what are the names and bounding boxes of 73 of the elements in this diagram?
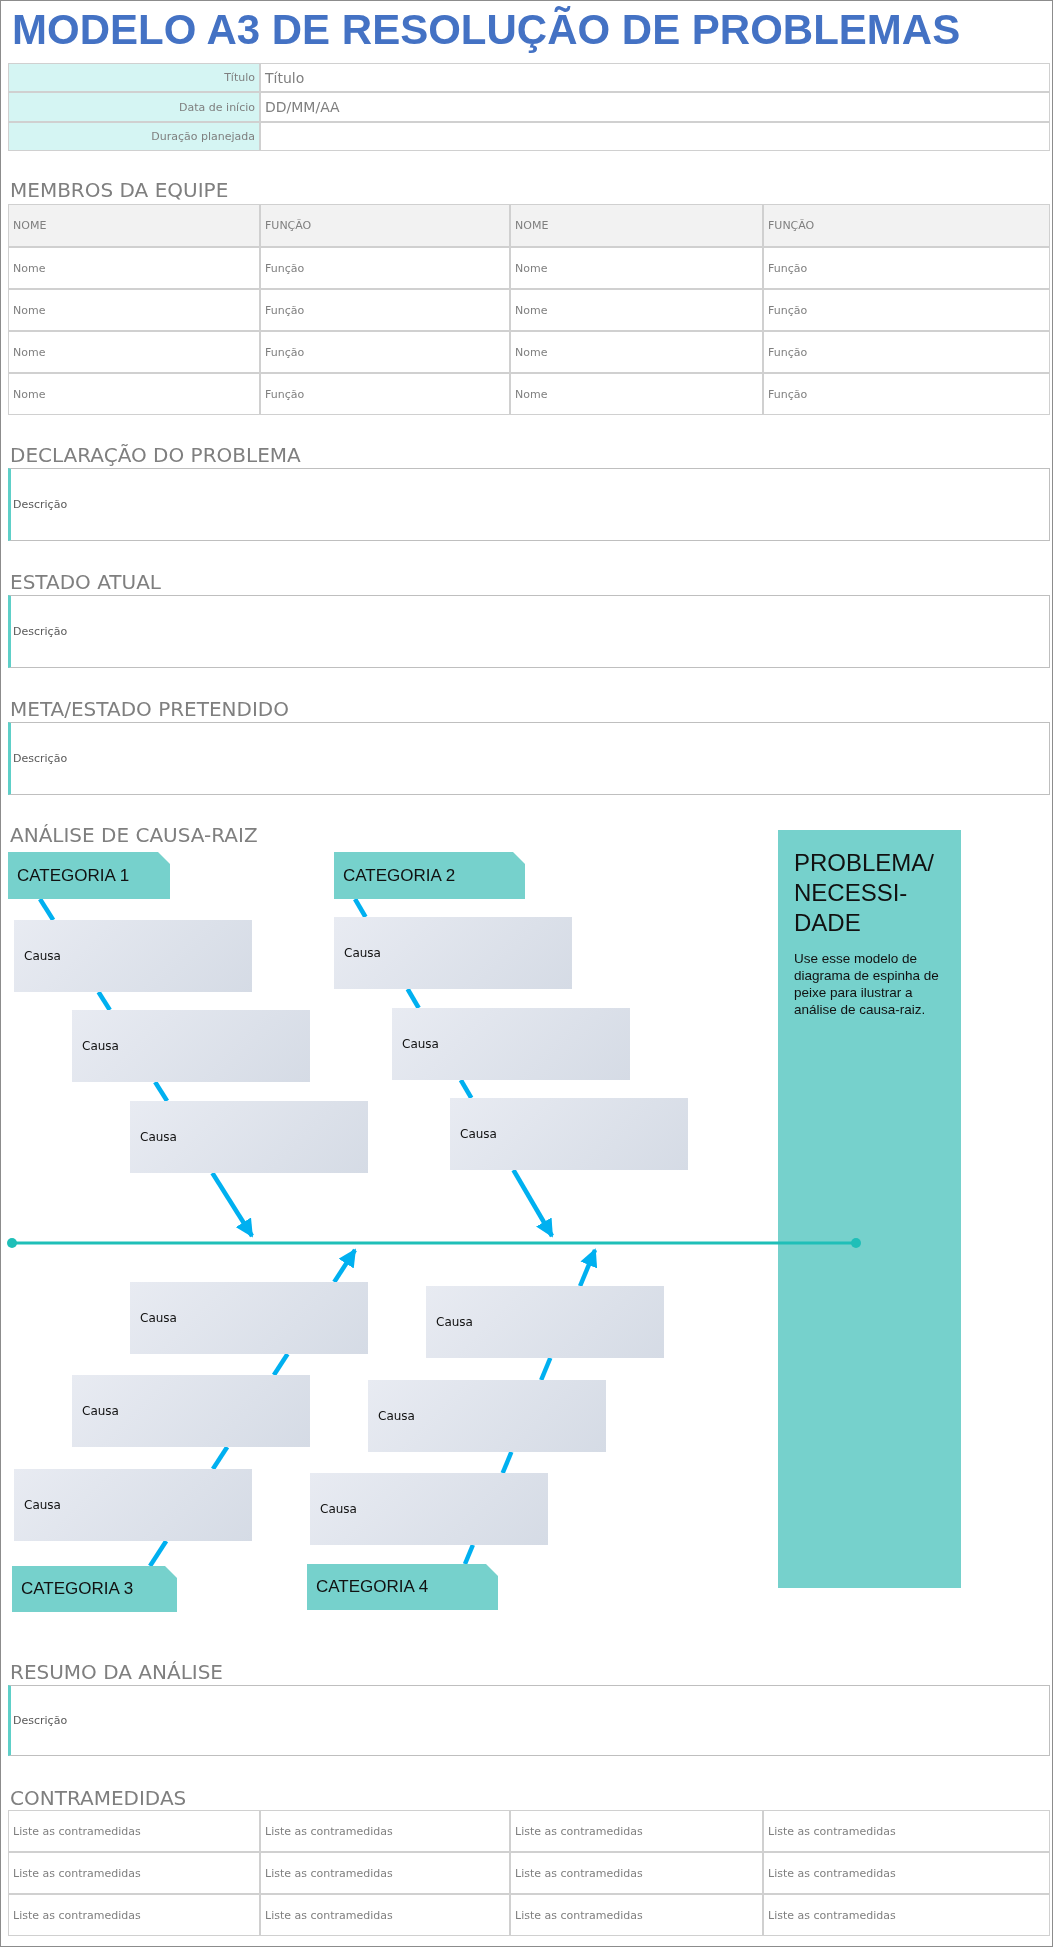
- description-text: Descrição: [13, 752, 68, 765]
- table-entry: Liste as contramedidas: [763, 1810, 1050, 1852]
- table-entry: Nome: [8, 289, 260, 331]
- cause-box: Causa: [334, 917, 572, 989]
- arrow: [332, 1248, 357, 1284]
- table-entry: Nome: [8, 331, 260, 373]
- table-entry: Liste as contramedidas: [260, 1810, 510, 1852]
- table-entry: Nome: [510, 373, 763, 415]
- description-text: Descrição: [13, 625, 68, 638]
- table-entry: Nome: [510, 247, 763, 289]
- cause-box: Causa: [310, 1473, 548, 1545]
- section-heading: RESUMO DA ANÁLISE: [10, 1660, 223, 1684]
- section-heading: META/ESTADO PRETENDIDO: [10, 697, 289, 721]
- arrow: [210, 1171, 254, 1238]
- table-entry: Liste as contramedidas: [763, 1894, 1050, 1936]
- spine-line: [6, 1236, 862, 1250]
- table-entry: Função: [763, 373, 1050, 415]
- table-entry: Liste as contramedidas: [510, 1852, 763, 1894]
- column-header: NOME: [8, 204, 260, 247]
- table-entry: Liste as contramedidas: [260, 1894, 510, 1936]
- table-entry: Liste as contramedidas: [8, 1894, 260, 1936]
- category-tab: CATEGORIA 3: [12, 1566, 177, 1612]
- table-entry: Função: [260, 289, 510, 331]
- problem-panel: [778, 830, 961, 1588]
- field-label: Título: [8, 63, 260, 92]
- field-value: Título: [260, 63, 1050, 92]
- table-entry: Nome: [510, 331, 763, 373]
- table-entry: Nome: [510, 289, 763, 331]
- cause-box: Causa: [72, 1375, 310, 1447]
- section-heading: ESTADO ATUAL: [10, 570, 161, 594]
- table-entry: Liste as contramedidas: [510, 1894, 763, 1936]
- table-entry: Liste as contramedidas: [260, 1852, 510, 1894]
- table-entry: Liste as contramedidas: [510, 1810, 763, 1852]
- field-label: Data de início: [8, 92, 260, 122]
- section-heading: ANÁLISE DE CAUSA-RAIZ: [10, 823, 258, 847]
- cause-box: Causa: [14, 920, 252, 992]
- cause-box: Causa: [130, 1282, 368, 1354]
- section-heading: CONTRAMEDIDAS: [10, 1786, 187, 1810]
- category-tab: CATEGORIA 1: [8, 852, 170, 899]
- table-entry: Liste as contramedidas: [8, 1852, 260, 1894]
- table-entry: Liste as contramedidas: [763, 1852, 1050, 1894]
- table-entry: Liste as contramedidas: [8, 1810, 260, 1852]
- cause-box: Causa: [14, 1469, 252, 1541]
- cause-box: Causa: [450, 1098, 688, 1170]
- category-tab: CATEGORIA 2: [334, 852, 525, 899]
- cause-box: Causa: [368, 1380, 606, 1452]
- table-entry: Nome: [8, 373, 260, 415]
- column-header: FUNÇÃO: [763, 204, 1050, 247]
- section-heading: MEMBROS DA EQUIPE: [10, 178, 229, 202]
- table-entry: Função: [763, 289, 1050, 331]
- cause-box: Causa: [426, 1286, 664, 1358]
- arrow: [578, 1248, 598, 1287]
- section-heading: DECLARAÇÃO DO PROBLEMA: [10, 443, 301, 467]
- problem-description: Use esse modelo de diagrama de espinha de peixe para ilustrar a análise de causa-raiz.: [794, 950, 940, 1018]
- table-entry: Função: [260, 247, 510, 289]
- table-entry: Função: [763, 331, 1050, 373]
- table-entry: Função: [260, 373, 510, 415]
- table-entry: Função: [260, 331, 510, 373]
- cause-box: Causa: [72, 1010, 310, 1082]
- description-text: Descrição: [13, 498, 68, 511]
- problem-heading: PROBLEMA/ NECESSI-DADE: [794, 848, 936, 938]
- category-tab: CATEGORIA 4: [307, 1564, 498, 1610]
- description-text: Descrição: [13, 1714, 68, 1727]
- field-label: Duração planejada: [8, 122, 260, 151]
- table-entry: Função: [763, 247, 1050, 289]
- cause-box: Causa: [392, 1008, 630, 1080]
- column-header: NOME: [510, 204, 763, 247]
- arrow: [511, 1168, 554, 1238]
- page-title: MODELO A3 DE RESOLUÇÃO DE PROBLEMAS: [12, 6, 961, 54]
- column-header: FUNÇÃO: [260, 204, 510, 247]
- field-value: DD/MM/AA: [260, 92, 1050, 122]
- cause-box: Causa: [130, 1101, 368, 1173]
- table-entry: Nome: [8, 247, 260, 289]
